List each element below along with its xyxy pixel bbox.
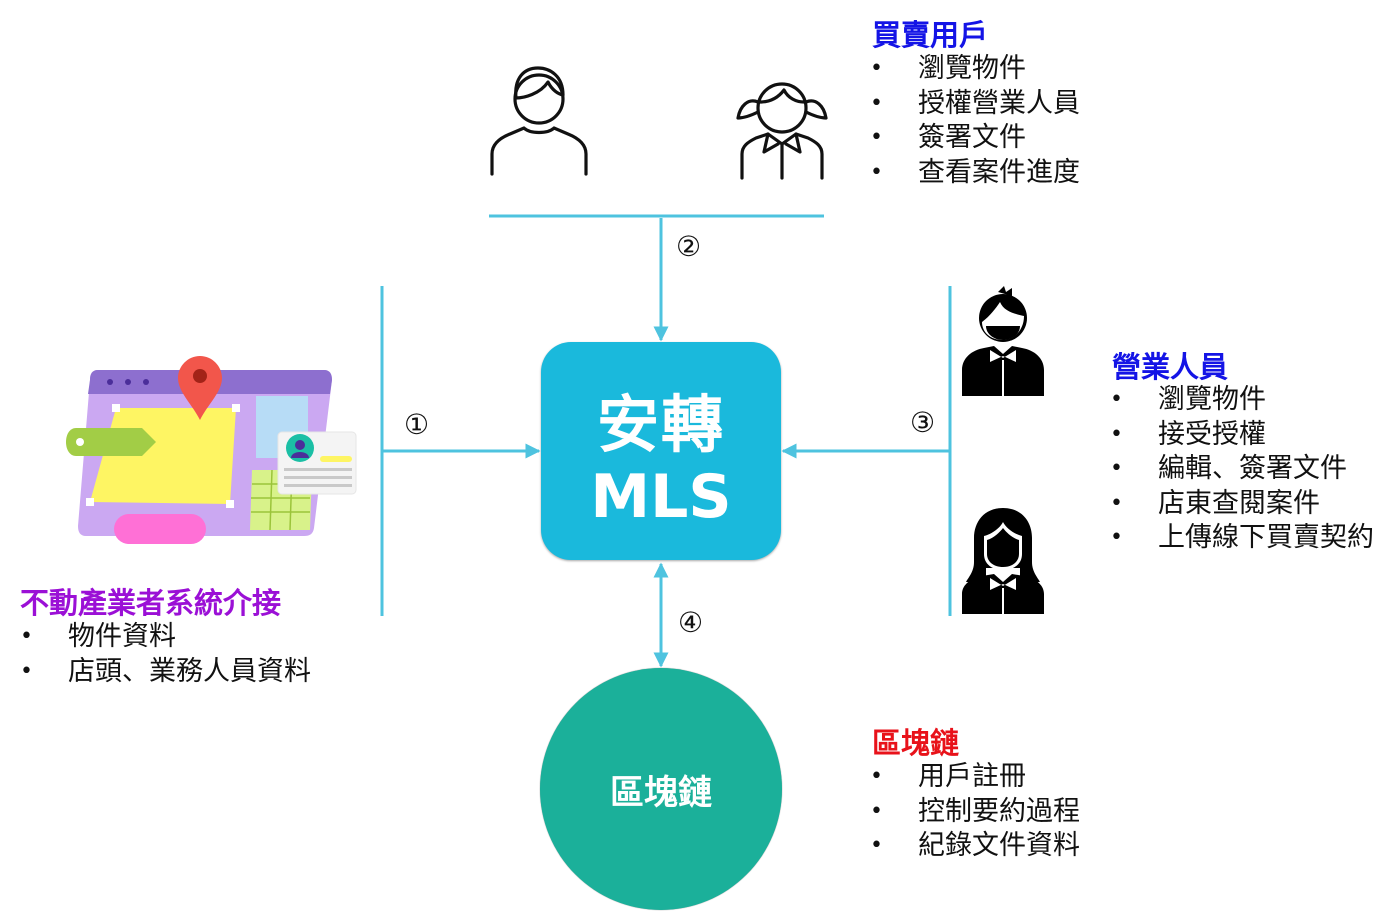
list-item: •授權營業人員 [870, 87, 1080, 122]
bullet-icon: • [20, 624, 33, 649]
bullet-icon: • [1110, 456, 1123, 482]
list-item: •瀏覽物件 [1110, 383, 1374, 418]
integration-list: •物件資料 •店頭、業務人員資料 [20, 620, 311, 689]
mls-title-line1: 安轉 [596, 388, 725, 461]
blockchain-heading: 區塊鏈 [872, 726, 960, 760]
mls-node: 安轉 MLS [541, 342, 781, 560]
bullet-icon: • [870, 90, 883, 116]
blockchain-list: •用戶註冊 •控制要約過程 •紀錄文件資料 [870, 760, 1080, 864]
bullet-icon: • [870, 159, 883, 185]
blockchain-node-label: 區塊鏈 [610, 772, 712, 813]
blockchain-node: 區塊鏈 [540, 668, 782, 910]
list-item: •編輯、簽署文件 [1110, 452, 1374, 487]
real-estate-system-illustration [66, 356, 357, 544]
list-item: •簽署文件 [870, 121, 1080, 156]
bullet-icon: • [870, 125, 883, 151]
mls-title-line2: MLS [590, 462, 732, 532]
step-2-label: ② [676, 230, 702, 263]
list-item: •上傳線下買賣契約 [1110, 521, 1374, 556]
agent-female-icon [962, 508, 1044, 614]
bullet-icon: • [870, 798, 883, 824]
list-item: •接受授權 [1110, 418, 1374, 453]
agent-male-icon [962, 286, 1044, 396]
bullet-icon: • [1110, 490, 1123, 516]
list-item: •店東查閱案件 [1110, 487, 1374, 522]
step-4-label: ④ [678, 606, 704, 639]
list-item: •瀏覽物件 [870, 52, 1080, 87]
step-3-label: ③ [910, 406, 936, 439]
list-item: •紀錄文件資料 [870, 829, 1080, 864]
agents-heading: 營業人員 [1112, 350, 1229, 384]
agents-list: •瀏覽物件 •接受授權 •編輯、簽署文件 •店東查閱案件 •上傳線下買賣契約 [1110, 383, 1374, 556]
person-outline-female-icon [736, 82, 828, 180]
list-item: •控制要約過程 [870, 795, 1080, 830]
buyers-heading: 買賣用戶 [872, 18, 989, 52]
bullet-icon: • [1110, 421, 1123, 447]
bullet-icon: • [870, 56, 883, 81]
bullet-icon: • [870, 833, 883, 859]
bullet-icon: • [1110, 387, 1123, 412]
list-item: •查看案件進度 [870, 156, 1080, 191]
person-outline-male-icon [490, 66, 588, 176]
list-item: •用戶註冊 [870, 760, 1080, 795]
integration-heading: 不動產業者系統介接 [20, 586, 282, 620]
bullet-icon: • [20, 658, 33, 684]
step-1-label: ① [404, 408, 430, 441]
buyers-list: •瀏覽物件 •授權營業人員 •簽署文件 •查看案件進度 [870, 52, 1080, 190]
list-item: •店頭、業務人員資料 [20, 655, 311, 690]
bullet-icon: • [870, 764, 883, 789]
list-item: •物件資料 [20, 620, 311, 655]
bullet-icon: • [1110, 525, 1123, 551]
